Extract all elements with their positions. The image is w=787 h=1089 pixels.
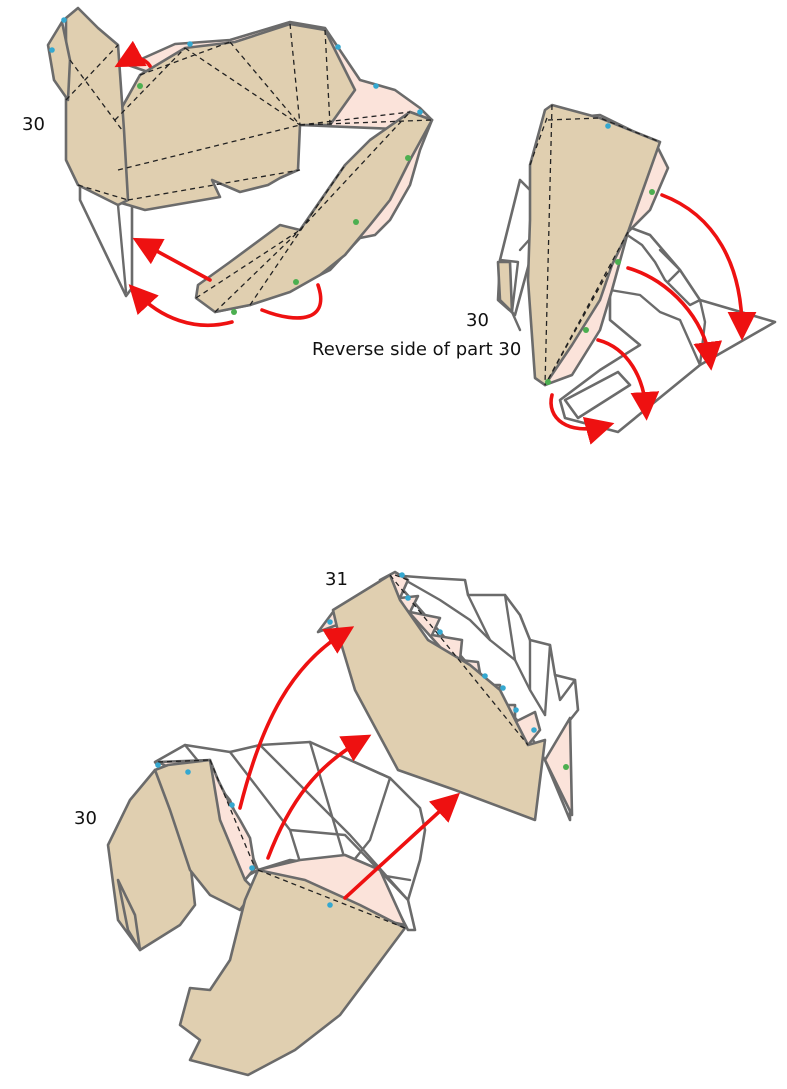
step2-part-label: 30 <box>466 310 489 331</box>
step3-part31-label: 31 <box>325 569 348 590</box>
step1-part-label: 30 <box>22 114 45 135</box>
step1-part-main <box>110 24 355 210</box>
step1-part-left-strip <box>66 8 128 205</box>
step1-figure: 30 <box>22 8 432 325</box>
step3-part30-label: 30 <box>74 808 97 829</box>
step2-caption: Reverse side of part 30 <box>312 339 521 360</box>
step1-arrow-upper <box>142 243 210 280</box>
step3-figure: 31 30 <box>74 569 578 1075</box>
step2-part-tab-small <box>498 262 512 312</box>
